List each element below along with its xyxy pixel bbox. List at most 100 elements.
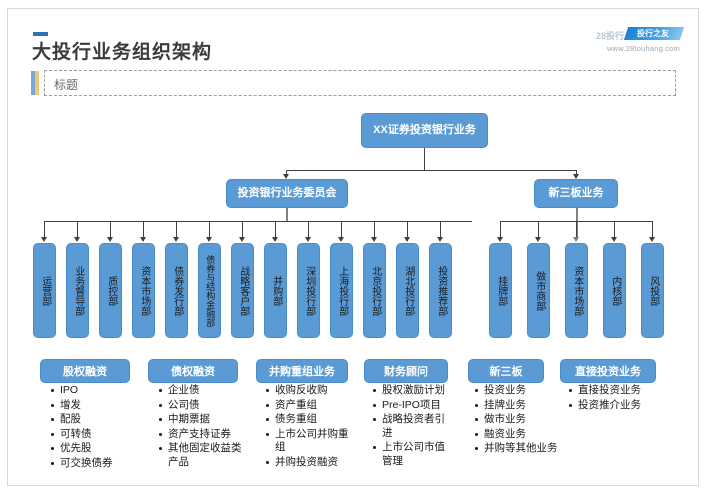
arrow-dept-left-8 — [304, 237, 311, 242]
list-item: 债务重组 — [266, 413, 353, 427]
category-header-financial-advisory[interactable]: 财务顾问 — [364, 359, 448, 383]
connector-drop-committee — [286, 170, 287, 174]
tick-dept-left-2 — [110, 221, 111, 237]
arrow-committee — [282, 174, 289, 179]
connector-level2-bar — [286, 170, 577, 171]
list-item: 资产重组 — [266, 399, 353, 413]
list-item: 公司债 — [159, 399, 246, 413]
category-list-equity-financing: IPO 增发 配股 可转债 优先股 可交换债券 — [46, 384, 151, 471]
tick-dept-left-0 — [44, 221, 45, 237]
tick-dept-left-9 — [341, 221, 342, 237]
dept-chip-shenzhentouhangbu[interactable]: 深圳投行部 — [297, 243, 320, 338]
category-header-equity-financing[interactable]: 股权融资 — [40, 359, 130, 383]
list-item: 可交换债券 — [51, 457, 151, 471]
category-header-ma-restructuring[interactable]: 并购重组业务 — [256, 359, 348, 383]
list-item: 其他固定收益类产品 — [159, 442, 246, 469]
tick-dept-left-8 — [308, 221, 309, 237]
list-item: 上市公司并购重组 — [266, 428, 353, 455]
list-item: 可转债 — [51, 428, 151, 442]
arrow-dept-left-0 — [40, 237, 47, 242]
arrow-dept-left-7 — [271, 237, 278, 242]
list-item: Pre-IPO项目 — [373, 399, 454, 413]
list-item: 股权激励计划 — [373, 384, 454, 398]
connector-dept-bar-left — [44, 221, 472, 222]
connector-newthird-stem — [576, 208, 578, 237]
category-list-direct-investment: 直接投资业务 投资推介业务 — [564, 384, 664, 413]
arrow-dept-right-4 — [648, 237, 655, 242]
arrow-dept-left-12 — [436, 237, 443, 242]
dept-chip-zhaiquanfaxingbu[interactable]: 债券发行部 — [165, 243, 188, 338]
arrow-dept-right-1 — [534, 237, 541, 242]
arrow-dept-left-3 — [139, 237, 146, 242]
arrow-dept-left-5 — [205, 237, 212, 242]
dept-chip-fengtoubu[interactable]: 风投部 — [641, 243, 664, 338]
list-item: 配股 — [51, 413, 151, 427]
dept-chip-guapaibu[interactable]: 挂牌部 — [489, 243, 512, 338]
title-placeholder-text: 标题 — [54, 78, 79, 92]
tick-dept-left-5 — [209, 221, 210, 237]
list-item: 上市公司市值管理 — [373, 441, 454, 468]
tick-dept-right-1 — [538, 221, 539, 237]
dept-chip-zibenshichangbu-right[interactable]: 资本市场部 — [565, 243, 588, 338]
dept-chip-binggoubu[interactable]: 并购部 — [264, 243, 287, 338]
tick-dept-left-6 — [242, 221, 243, 237]
dept-chip-zhikongbu[interactable]: 质控部 — [99, 243, 122, 338]
arrow-dept-right-3 — [610, 237, 617, 242]
tick-dept-left-11 — [407, 221, 408, 237]
list-item: 企业债 — [159, 384, 246, 398]
dept-chip-zhanluekehubu[interactable]: 战略客户部 — [231, 243, 254, 338]
category-list-financial-advisory: 股权激励计划 Pre-IPO项目 战略投资者引进 上市公司市值管理 — [368, 384, 454, 469]
dept-chip-neihebu[interactable]: 内核部 — [603, 243, 626, 338]
dept-chip-zuoshishangbu[interactable]: 做市商部 — [527, 243, 550, 338]
node-new-third-board[interactable]: 新三板业务 — [534, 179, 618, 208]
category-header-direct-investment[interactable]: 直接投资业务 — [560, 359, 656, 383]
list-item: 战略投资者引进 — [373, 413, 454, 440]
list-item: 投资业务 — [475, 384, 568, 398]
title-accent-bar — [31, 71, 39, 95]
tick-dept-right-3 — [614, 221, 615, 237]
arrow-dept-left-4 — [172, 237, 179, 242]
tick-dept-left-3 — [143, 221, 144, 237]
dept-chip-zibenshichangbu[interactable]: 资本市场部 — [132, 243, 155, 338]
node-root[interactable]: XX证券投资银行业务 — [361, 113, 488, 148]
category-list-ma-restructuring: 收购反收购 资产重组 债务重组 上市公司并购重组 并购投资融资 — [261, 384, 353, 470]
dept-chip-yewududaobu[interactable]: 业务督导部 — [66, 243, 89, 338]
dept-chip-yunyingbu[interactable]: 运营部 — [33, 243, 56, 338]
dept-chip-hubeitouhangbu[interactable]: 湖北投行部 — [396, 243, 419, 338]
arrow-dept-left-1 — [73, 237, 80, 242]
tick-dept-right-4 — [652, 221, 653, 237]
arrow-dept-left-10 — [370, 237, 377, 242]
list-item: 并购等其他业务 — [475, 442, 568, 456]
list-item: 投资推介业务 — [569, 399, 664, 413]
category-header-neeq[interactable]: 新三板 — [468, 359, 544, 383]
dept-chip-touzituijianbu[interactable]: 投资推荐部 — [429, 243, 452, 338]
page-title: 大投行业务组织架构 — [32, 42, 213, 63]
dept-chip-zhaiquanjiegoujinrongbu[interactable]: 债券与结构金融部 — [198, 243, 221, 338]
tick-dept-left-1 — [77, 221, 78, 237]
header: 大投行业务组织架构 28投行 投行之友 www.28touhang.com 标题 — [8, 9, 698, 96]
brand-url-text: www.28touhang.com — [606, 44, 680, 53]
node-ib-committee[interactable]: 投资银行业务委员会 — [226, 179, 348, 208]
list-item: 优先股 — [51, 442, 151, 456]
connector-drop-newthird — [576, 170, 577, 174]
category-list-debt-financing: 企业债 公司债 中期票据 资产支持证券 其他固定收益类产品 — [154, 384, 246, 470]
title-placeholder-field[interactable]: 标题 — [44, 70, 676, 96]
tick-dept-left-4 — [176, 221, 177, 237]
dept-chip-beijingtouhangbu[interactable]: 北京投行部 — [363, 243, 386, 338]
list-item: IPO — [51, 384, 151, 398]
title-accent-dash — [33, 32, 48, 36]
category-header-debt-financing[interactable]: 债权融资 — [148, 359, 238, 383]
list-item: 做市业务 — [475, 413, 568, 427]
dept-chip-shanghaitouhangbu[interactable]: 上海投行部 — [330, 243, 353, 338]
list-item: 收购反收购 — [266, 384, 353, 398]
brand-logo: 28投行 投行之友 www.28touhang.com — [562, 27, 685, 61]
list-item: 资产支持证券 — [159, 428, 246, 442]
connector-root-stem — [424, 148, 425, 170]
arrow-dept-left-9 — [337, 237, 344, 242]
brand-ribbon-text: 投行之友 — [637, 29, 669, 38]
arrow-dept-left-2 — [106, 237, 113, 242]
slide-page: 大投行业务组织架构 28投行 投行之友 www.28touhang.com 标题… — [7, 8, 699, 486]
list-item: 挂牌业务 — [475, 399, 568, 413]
list-item: 融资业务 — [475, 428, 568, 442]
tick-dept-right-0 — [500, 221, 501, 237]
